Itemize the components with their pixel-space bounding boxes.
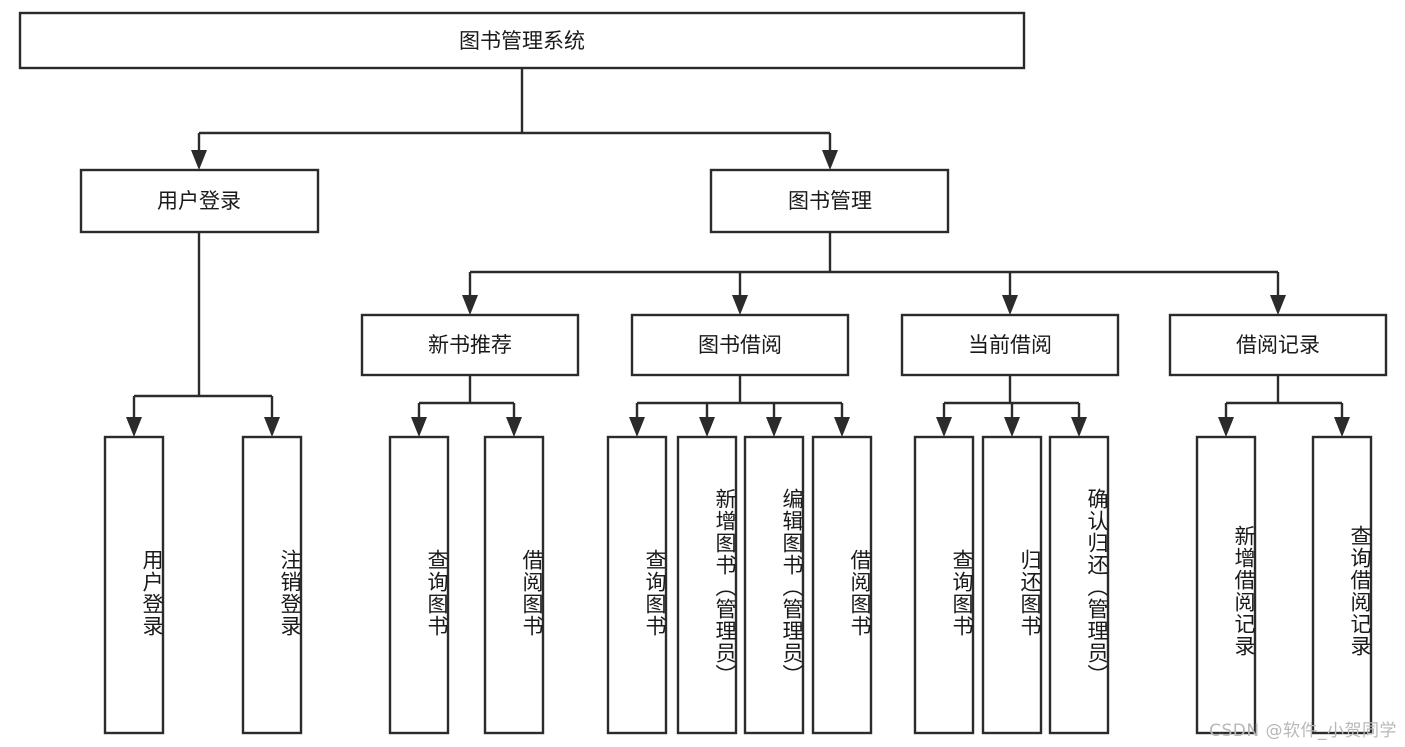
arrowhead-currentborrow-query <box>936 417 952 437</box>
arrowhead-borrowrecord-add <box>1218 417 1234 437</box>
arrowhead-currentborrow-confirm <box>1071 417 1087 437</box>
leaf-box-bookborrow-query[interactable] <box>606 435 668 735</box>
leaf-box-bookborrow-edit[interactable] <box>743 435 805 735</box>
arrowhead-currentborrow-return <box>1004 417 1020 437</box>
arrowhead-current-borrow <box>1002 295 1018 315</box>
leaf-box-currentborrow-return[interactable] <box>981 435 1043 735</box>
csdn-watermark: CSDN @软件_小贺同学 <box>1209 721 1397 741</box>
node-label-book-borrow: 图书借阅 <box>698 333 782 357</box>
leaf-box-newbook-borrow[interactable] <box>483 435 545 735</box>
node-box-root[interactable] <box>18 11 1026 70</box>
leaf-box-borrowrecord-query[interactable] <box>1311 435 1373 735</box>
node-box-book-borrow[interactable] <box>630 313 850 377</box>
node-box-borrow-record[interactable] <box>1168 313 1388 377</box>
node-label-book-management: 图书管理 <box>788 189 872 213</box>
connector-group-current-borrow-leaves <box>936 375 1087 437</box>
connector-group-book-borrow-leaves <box>629 375 850 437</box>
leaf-box-bookborrow-add[interactable] <box>676 435 738 735</box>
arrowhead-book-borrow <box>732 295 748 315</box>
node-label-current-borrow: 当前借阅 <box>968 333 1052 357</box>
node-box-book-management[interactable] <box>709 168 950 234</box>
leaf-box-currentborrow-confirm[interactable] <box>1048 435 1110 735</box>
connector-group-root <box>191 68 838 170</box>
arrowhead-newbook-borrow <box>506 417 522 437</box>
arrowhead-leaf-logout <box>264 417 280 437</box>
arrowhead-book-mgmt <box>822 150 838 170</box>
connector-group-new-book-leaves <box>411 375 522 437</box>
arrowhead-user-login <box>191 150 207 170</box>
leaf-box-newbook-query[interactable] <box>388 435 450 735</box>
node-box-new-book-recommend[interactable] <box>360 313 580 377</box>
connector-group-borrow-record-leaves <box>1218 375 1350 437</box>
node-box-user-login[interactable] <box>79 168 320 234</box>
connector-group-user-login-leaves <box>126 232 280 437</box>
leaf-box-user-login-logout[interactable] <box>241 435 303 735</box>
arrowhead-borrow-record <box>1270 295 1286 315</box>
node-label-borrow-record: 借阅记录 <box>1236 333 1320 357</box>
node-label-new-book-recommend: 新书推荐 <box>428 333 512 357</box>
node-label-user-login: 用户登录 <box>157 189 241 213</box>
leaf-box-user-login-login[interactable] <box>103 435 165 735</box>
node-label-root: 图书管理系统 <box>459 29 585 53</box>
leaf-box-bookborrow-borrow[interactable] <box>811 435 873 735</box>
arrowhead-bookborrow-add <box>699 417 715 437</box>
connector-group-book-mgmt <box>462 232 1286 315</box>
arrowhead-bookborrow-borrow <box>834 417 850 437</box>
leaf-box-borrowrecord-add[interactable] <box>1195 435 1257 735</box>
leaf-box-currentborrow-query[interactable] <box>913 435 975 735</box>
arrowhead-bookborrow-query <box>629 417 645 437</box>
arrowhead-leaf-user-login <box>126 417 142 437</box>
node-box-current-borrow[interactable] <box>900 313 1120 377</box>
arrowhead-new-book-recommend <box>462 295 478 315</box>
arrowhead-borrowrecord-query <box>1334 417 1350 437</box>
arrowhead-bookborrow-edit <box>766 417 782 437</box>
arrowhead-newbook-query <box>411 417 427 437</box>
